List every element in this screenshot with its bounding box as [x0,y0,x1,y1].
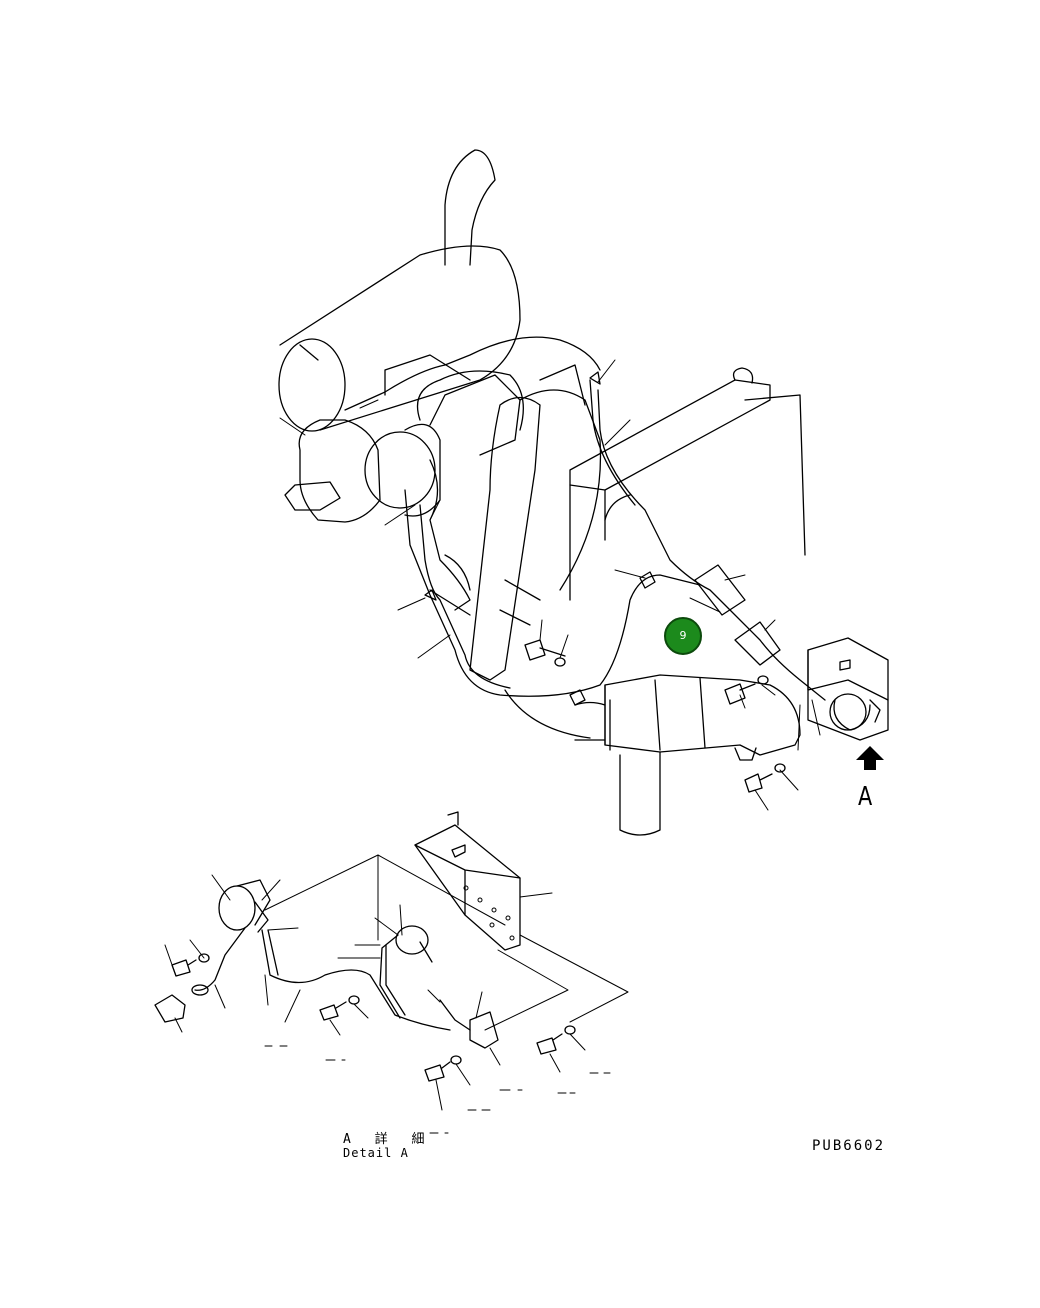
fasteners-main [524,639,786,793]
callout-number: 9 [679,629,687,642]
engine-assembly [278,149,602,681]
view-arrow-icon [856,746,884,770]
detail-a-view [154,811,629,1134]
leader-lines-main [279,359,821,811]
switch-bracket [807,637,889,741]
part-callout-9[interactable]: 9 [664,617,702,655]
detail-title-jp: A 詳 細 [343,1132,433,1147]
radiator [569,367,806,601]
wiring-harness [404,371,826,739]
view-marker-label: A [858,782,873,812]
air-cleaner [574,674,801,836]
detail-title-en: Detail A [343,1146,409,1160]
drawing-code: PUB6602 [812,1138,886,1154]
